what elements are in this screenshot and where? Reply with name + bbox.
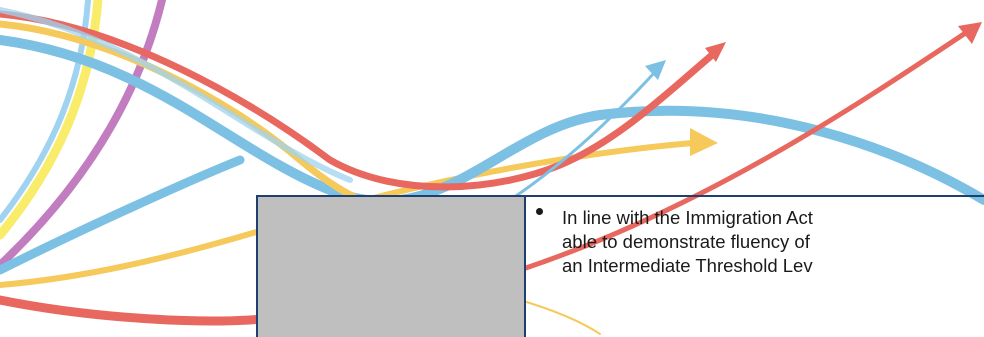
content-table: In line with the Immigration Act able to… [256,195,984,337]
bullet-text: In line with the Immigration Act able to… [562,206,984,278]
swoosh-blue-arrowhead [645,60,666,80]
swoosh-bright-yellow [0,0,103,240]
bullet-line-3: an Intermediate Threshold Lev [562,255,813,276]
swoosh-blue-faint [0,7,353,183]
swoosh-blue-left [0,155,245,275]
swoosh-red-bottom [0,295,275,326]
swoosh-yellow-top [0,20,364,204]
bullet-cell: In line with the Immigration Act able to… [526,197,984,337]
bullet-line-1: In line with the Immigration Act [562,207,813,228]
swoosh-purple [0,0,166,269]
grey-placeholder-cell [258,197,526,337]
swoosh-red-top [0,10,722,191]
swoosh-red-top-arrowhead [705,42,726,62]
bullet-point-icon [536,208,543,215]
swoosh-red-long [517,27,973,273]
swoosh-red-long-arrowhead [958,22,982,44]
swoosh-yellow-arrowhead [690,128,718,156]
swoosh-blue-arc [0,35,984,207]
swoosh-yellow-tail [519,299,601,335]
swoosh-blue-thin-arrow [508,70,657,202]
bullet-line-2: able to demonstrate fluency of [562,231,810,252]
